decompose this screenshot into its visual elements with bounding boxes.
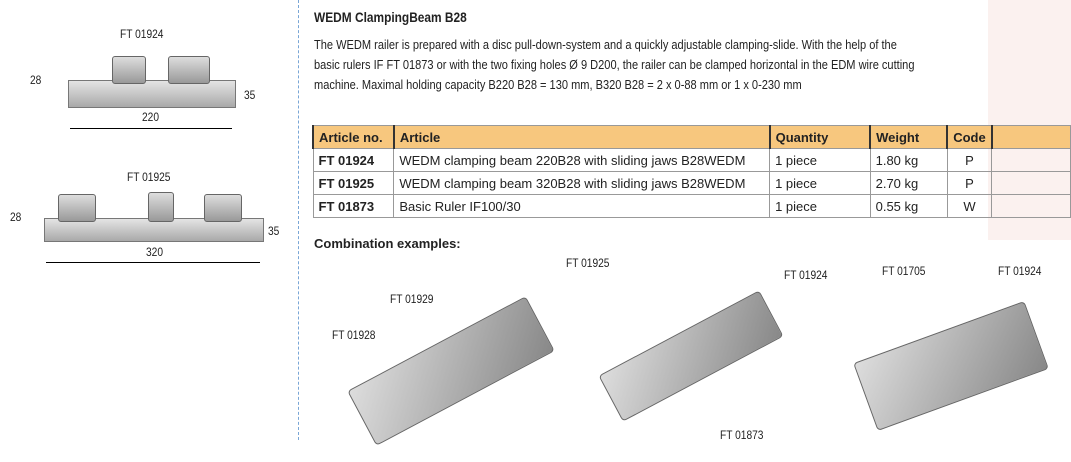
jaw-drawing: [204, 194, 242, 222]
cell: [991, 148, 1071, 172]
dim-depth: 28: [30, 73, 42, 87]
dim-height: 35: [244, 88, 256, 102]
jaw-drawing: [148, 192, 174, 222]
combination-photo: [853, 301, 1049, 431]
cell: Basic Ruler IF100/30: [393, 194, 771, 218]
cell: W: [946, 194, 993, 218]
photo-label: FT 01705: [882, 264, 926, 278]
dim-line: [46, 262, 260, 263]
cell: 2.70 kg: [869, 171, 948, 195]
description-line: basic rulers IF FT 01873 or with the two…: [314, 57, 915, 72]
cell: FT 01925: [312, 171, 395, 195]
col-code: Code: [946, 125, 993, 149]
drawing-label: FT 01925: [127, 170, 171, 184]
page-title: WEDM ClampingBeam B28: [314, 9, 467, 25]
description-line: The WEDM railer is prepared with a disc …: [314, 37, 897, 52]
description: The WEDM railer is prepared with a disc …: [314, 35, 926, 95]
cell: 1 piece: [769, 171, 871, 195]
dim-line: [70, 128, 232, 129]
cell: WEDM clamping beam 220B28 with sliding j…: [393, 148, 771, 172]
dim-width: 320: [146, 245, 164, 259]
cell: P: [946, 171, 993, 195]
cell: [991, 194, 1071, 218]
cell: 0.55 kg: [869, 194, 948, 218]
col-article: Article: [392, 125, 771, 149]
description-line: machine. Maximal holding capacity B220 B…: [314, 77, 802, 92]
cell: 1 piece: [769, 148, 871, 172]
jaw-drawing: [112, 56, 146, 84]
col-extra: [990, 125, 1071, 149]
combination-heading: Combination examples:: [314, 236, 461, 251]
cell: FT 01873: [312, 194, 395, 218]
beam-drawing: [68, 80, 236, 108]
cell: 1 piece: [769, 194, 871, 218]
jaw-drawing: [58, 194, 96, 222]
table-header: Article no. Article Quantity Weight Code: [312, 125, 1071, 149]
dim-width: 220: [142, 110, 160, 124]
cell: FT 01924: [312, 148, 395, 172]
photo-label: FT 01929: [390, 292, 434, 306]
cell: [991, 171, 1071, 195]
photo-label: FT 01925: [566, 256, 610, 270]
photo-label: FT 01924: [784, 268, 828, 282]
divider: [298, 0, 299, 440]
drawing-label: FT 01924: [120, 27, 164, 41]
dim-height: 35: [268, 224, 280, 238]
combination-photo: [347, 296, 555, 446]
dim-depth: 28: [10, 210, 22, 224]
photo-label: FT 01873: [720, 428, 764, 442]
cell: P: [946, 148, 993, 172]
col-weight: Weight: [869, 125, 948, 149]
jaw-drawing: [168, 56, 210, 84]
photo-label: FT 01928: [332, 328, 376, 342]
col-quantity: Quantity: [768, 125, 871, 149]
col-article-no: Article no.: [312, 125, 395, 149]
combination-photo: [598, 290, 784, 422]
article-table: Article no. Article Quantity Weight Code…: [312, 125, 1071, 218]
photo-label: FT 01924: [998, 264, 1042, 278]
cell: 1.80 kg: [869, 148, 948, 172]
cell: WEDM clamping beam 320B28 with sliding j…: [393, 171, 771, 195]
